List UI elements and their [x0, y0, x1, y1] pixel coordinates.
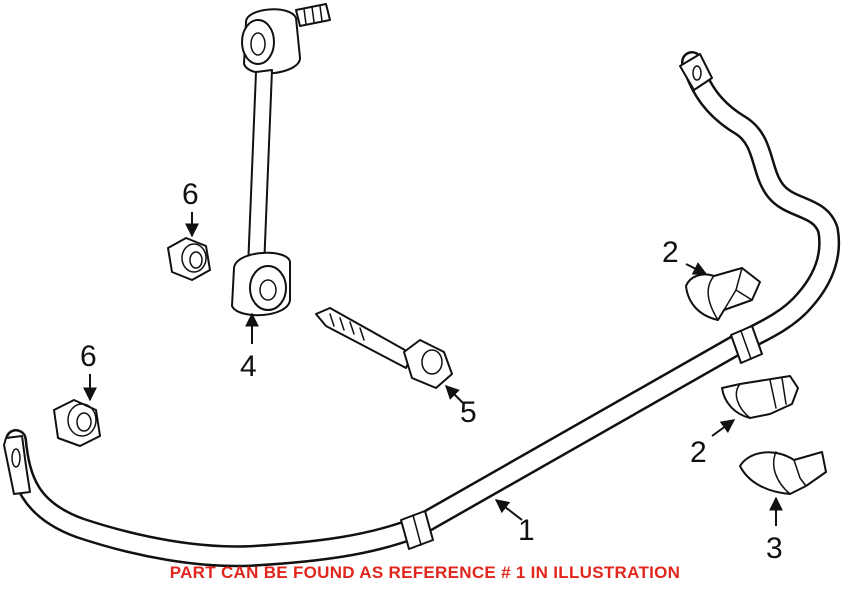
leader-2b [711, 419, 736, 437]
leader-2a [685, 262, 708, 275]
callout-4: 4 [240, 350, 257, 383]
callout-6-upper: 6 [182, 178, 199, 211]
callout-6-lower: 6 [80, 340, 97, 373]
stabilizer-bar [3, 51, 841, 568]
nut-upper [167, 237, 211, 281]
bushing-lower [721, 375, 799, 419]
callout-2-upper: 2 [662, 236, 679, 269]
callout-2-lower: 2 [690, 436, 707, 469]
callout-3: 3 [766, 532, 783, 565]
leader-5 [445, 385, 465, 405]
bracket [739, 451, 827, 495]
bolt [315, 307, 453, 389]
leader-1 [494, 499, 523, 521]
bushing-upper [685, 267, 761, 321]
nut-lower [53, 399, 101, 447]
callout-1: 1 [518, 514, 535, 547]
stabilizer-link [231, 3, 331, 317]
reference-note: PART CAN BE FOUND AS REFERENCE # 1 IN IL… [169, 563, 681, 582]
callout-5: 5 [460, 396, 477, 429]
